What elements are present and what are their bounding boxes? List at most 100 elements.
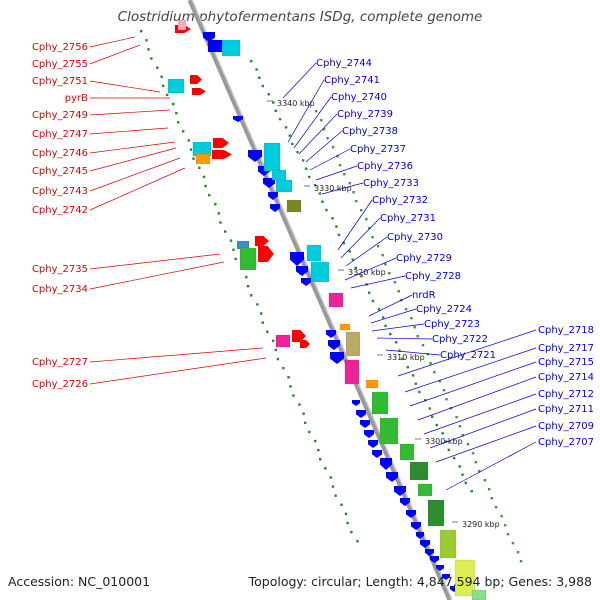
gc-dot-inner (192, 157, 195, 160)
gc-dot-outer (445, 440, 448, 443)
leader-line (89, 44, 141, 65)
gc-dot-skew (381, 254, 384, 257)
gc-dot-inner (259, 312, 263, 315)
gc-dot-skew (336, 155, 339, 158)
leader-line (89, 167, 186, 211)
gc-dot-skew (352, 191, 355, 194)
forward-strand-arrow (352, 400, 360, 406)
gene-label: Cphy_2744 (316, 58, 372, 69)
gc-dot-outer (411, 374, 415, 377)
gc-dot-outer (384, 324, 387, 328)
gc-dot-inner (208, 193, 211, 197)
forward-strand-arrow (296, 266, 308, 276)
forward-strand-arrow (430, 556, 439, 563)
feature-box (286, 199, 302, 213)
gc-dot-inner (292, 394, 295, 397)
gc-dot-outer (389, 332, 392, 336)
forward-strand-arrow (442, 574, 450, 580)
gene-label: Cphy_2718 (538, 325, 594, 336)
gc-dot-skew (471, 452, 475, 455)
gc-dot-skew (368, 227, 371, 230)
forward-strand-arrow (380, 458, 392, 470)
feature-box (263, 142, 281, 172)
gene-label: Cphy_2751 (32, 76, 88, 87)
forward-strand-arrow (420, 540, 430, 548)
gc-dot-skew (320, 119, 323, 122)
feature-box (306, 244, 322, 262)
gc-dot-inner (147, 48, 150, 51)
gc-dot-outer (337, 233, 341, 237)
gene-label: Cphy_2730 (387, 232, 443, 243)
gc-dot-inner (282, 366, 285, 370)
gc-dot-inner (302, 412, 305, 415)
gc-dot-inner (266, 330, 269, 333)
gc-dot-outer (291, 142, 294, 146)
gc-dot-inner (202, 175, 206, 179)
gc-dot-outer (348, 250, 351, 253)
gene-label: Cphy_2739 (337, 109, 393, 120)
leader-line (89, 80, 161, 93)
feature-box (275, 334, 291, 348)
gc-dot-skew (461, 434, 465, 437)
gc-dot-outer (377, 308, 381, 311)
gene-label: Cphy_2736 (357, 161, 413, 172)
reverse-strand-arrow (190, 75, 202, 84)
gc-dot-inner (234, 257, 237, 261)
leader-line (404, 347, 537, 393)
reverse-strand-arrow (212, 150, 232, 159)
forward-strand-arrow (394, 486, 406, 496)
gc-dot-outer (428, 407, 431, 410)
gc-dot-skew (516, 551, 520, 554)
gc-dot-skew (474, 461, 477, 464)
gc-dot-inner (160, 75, 163, 78)
gc-dot-outer (331, 217, 334, 220)
gc-dot-inner (350, 530, 353, 534)
forward-strand-arrow (263, 178, 275, 188)
gc-dot-skew (348, 182, 352, 185)
feature-box (371, 391, 389, 415)
feature-box (221, 39, 241, 57)
leader-line (423, 393, 537, 435)
feature-box (439, 529, 457, 559)
gene-label: Cphy_2732 (372, 195, 428, 206)
gc-dot-inner (329, 476, 333, 479)
feature-track (167, 19, 487, 600)
gc-dot-skew (365, 218, 368, 221)
gc-dot-outer (461, 473, 464, 476)
gc-dot-skew (503, 524, 507, 527)
page-title: Clostridium phytofermentans ISDg, comple… (117, 9, 483, 25)
gc-dot-inner (176, 121, 180, 124)
gene-labels: Cphy_2756Cphy_2755Cphy_2751pyrBCphy_2749… (32, 36, 594, 491)
forward-strand-arrow (364, 430, 374, 438)
feature-box (177, 19, 187, 31)
gc-dot-inner (261, 321, 265, 324)
forward-strand-arrow (326, 330, 336, 338)
gene-label: nrdR (412, 290, 436, 301)
gene-label: Cphy_2740 (331, 92, 387, 103)
leader-line (376, 337, 433, 340)
gc-dot-inner (346, 521, 349, 525)
gc-dot-skew (371, 236, 374, 239)
feature-box (365, 379, 379, 389)
leader-line (350, 275, 406, 289)
gc-dot-outer (394, 341, 398, 344)
gc-dot-skew (338, 164, 342, 167)
gc-dot-skew (483, 479, 487, 482)
gc-dot-inner (314, 439, 317, 443)
gene-label: Cphy_2735 (32, 264, 88, 275)
gc-dot-outer (470, 490, 473, 493)
leader-line (429, 408, 537, 449)
gene-label: Cphy_2745 (32, 166, 88, 177)
feature-box (399, 443, 415, 461)
gene-label: Cphy_2737 (350, 144, 406, 155)
gc-dot-skew (487, 488, 491, 491)
forward-strand-arrow (400, 498, 410, 506)
leader-line (371, 323, 425, 332)
gc-dot-outer (304, 167, 308, 170)
forward-strand-arrow (233, 116, 243, 122)
leader-line (385, 349, 441, 356)
gc-dot-skew (376, 245, 380, 248)
gc-dot-outer (272, 101, 275, 104)
leader-line (89, 253, 221, 270)
